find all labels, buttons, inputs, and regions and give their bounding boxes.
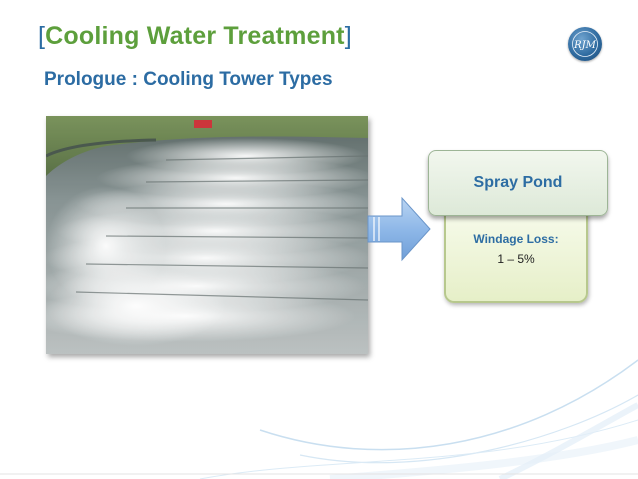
- spray-pond-heading-box: Spray Pond: [428, 150, 608, 216]
- spray-pond-photo: [46, 116, 368, 354]
- slide-title: [Cooling Water Treatment]: [38, 22, 352, 51]
- title-open-bracket: [: [38, 22, 46, 50]
- logo-text: RJM: [573, 40, 597, 51]
- right-arrow-icon: [367, 196, 431, 262]
- spray-pond-image: [46, 116, 368, 354]
- windage-card: [444, 205, 588, 303]
- title-text: Cooling Water Treatment: [45, 22, 345, 50]
- title-close-bracket: ]: [344, 22, 352, 50]
- spray-pond-heading: Spray Pond: [473, 174, 563, 191]
- windage-loss-value: 1 – 5%: [497, 252, 535, 266]
- logo-seal-icon: RJM: [568, 27, 602, 61]
- slide-subtitle: Prologue : Cooling Tower Types: [44, 69, 333, 90]
- logo-mark: RJM: [572, 31, 598, 57]
- windage-loss-label: Windage Loss:: [473, 232, 559, 246]
